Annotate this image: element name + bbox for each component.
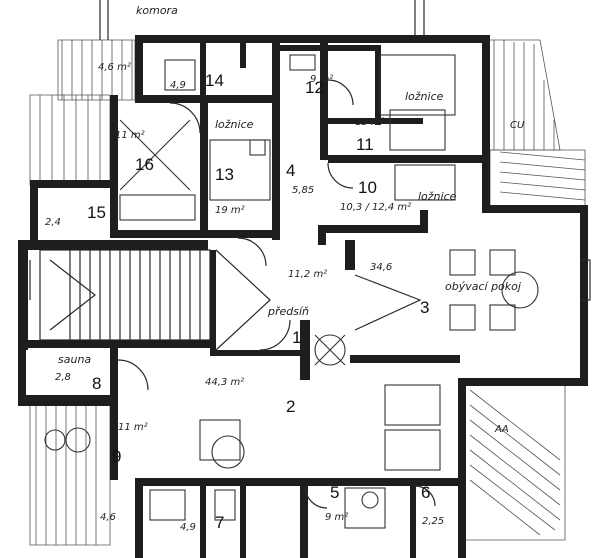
room-11-area: 13 m² xyxy=(355,117,385,128)
windows xyxy=(29,0,591,301)
room-10-number: 10 xyxy=(358,178,377,197)
top-right-mark: CU xyxy=(510,120,525,131)
room-15-area: 2,4 xyxy=(45,217,61,228)
room-2-area: 44,3 m² xyxy=(205,377,244,388)
exterior-walls xyxy=(18,35,588,558)
room-7-number: 7 xyxy=(215,513,224,532)
room-14-area: 4,9 xyxy=(170,80,186,91)
room-11-number: 11 xyxy=(356,135,374,154)
furniture xyxy=(44,54,539,529)
room-13-name: ložnice xyxy=(215,118,254,131)
room-3-number: 3 xyxy=(420,298,429,317)
room-10-name: ložnice xyxy=(418,190,457,203)
room-12-number: 12 xyxy=(305,78,324,97)
room-13-number: 13 xyxy=(215,165,234,184)
room-numbers: 1 2 3 4 5 6 7 8 9 10 11 12 13 14 15 16 xyxy=(87,71,430,532)
room-6-number: 6 xyxy=(421,483,430,502)
komora-label: komora xyxy=(136,4,178,17)
room-15-number: 15 xyxy=(87,203,106,222)
bottom-left-area: 4,6 xyxy=(100,512,116,523)
room-3-name: obývací pokoj xyxy=(445,280,522,293)
bottom-right-mark: AA xyxy=(494,424,509,435)
room-4-area: 5,85 xyxy=(292,185,314,196)
room-4-number: 4 xyxy=(286,161,295,180)
room-11-name: ložnice xyxy=(405,90,444,103)
room-3-area: 34,6 xyxy=(370,262,392,273)
room-16-area: 11 m² xyxy=(115,130,145,141)
room-8-number: 8 xyxy=(92,374,101,393)
interior-walls xyxy=(25,40,488,558)
room-areas: 11,2 m² 44,3 m² 34,6 5,85 9 m² 2,25 2,8 … xyxy=(45,62,525,533)
komora-area: 4,6 m² xyxy=(98,62,131,73)
room-13-area: 19 m² xyxy=(215,205,245,216)
room-1-area: 11,2 m² xyxy=(288,269,327,280)
room-9-number: 9 xyxy=(112,447,121,466)
room-8-area: 2,8 xyxy=(55,372,71,383)
room-10-area: 10,3 / 12,4 m² xyxy=(340,202,411,213)
room-14-number: 14 xyxy=(205,71,224,90)
room-16-number: 16 xyxy=(135,155,154,174)
bottom-wc-area: 4,9 xyxy=(180,522,196,533)
room-1-name: předsíň xyxy=(267,305,309,318)
room-names: předsíň obývací pokoj ložnice ložnice lo… xyxy=(58,4,522,366)
room-12-area: 9 m² xyxy=(310,74,333,85)
staircase xyxy=(39,249,211,341)
room-1-number: 1 xyxy=(292,328,301,347)
room-6-area: 2,25 xyxy=(422,516,444,527)
door-swings xyxy=(117,79,436,509)
room-9-area: 11 m² xyxy=(118,422,148,433)
room-5-number: 5 xyxy=(330,483,339,502)
room-2-number: 2 xyxy=(286,397,295,416)
room-5-area: 9 m² xyxy=(325,512,348,523)
room-8-name: sauna xyxy=(58,353,91,366)
